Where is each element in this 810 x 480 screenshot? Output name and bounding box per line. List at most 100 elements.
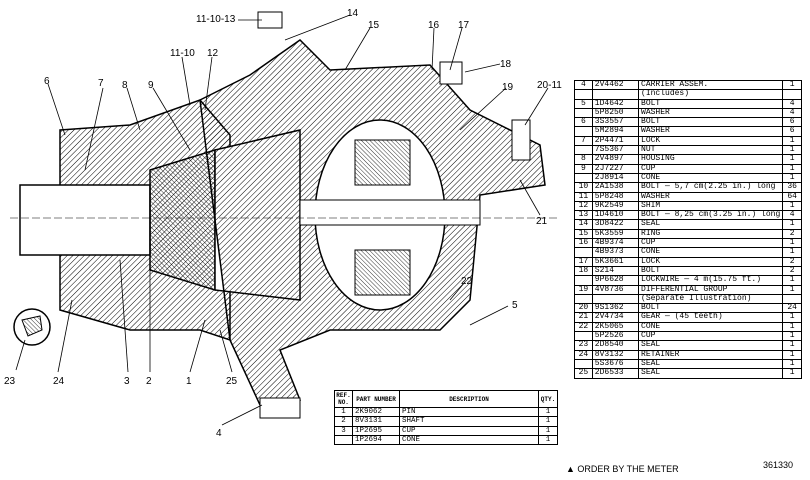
cell-ref: 11 [574, 191, 593, 202]
cell-desc: BOLT [638, 303, 784, 314]
table-row: (Includes) [574, 89, 802, 100]
cell-desc: SHAFT [399, 416, 539, 427]
bolt-lock [439, 61, 463, 85]
cell-desc: CUP [399, 425, 539, 436]
callout-24: 24 [53, 376, 65, 387]
cell-ref: 10 [574, 182, 593, 193]
cell-qty: 1 [782, 349, 802, 360]
cell-ref: 21 [574, 312, 593, 323]
cell-part: 3D8422 [591, 219, 640, 230]
cell-desc: (Separate Illustration) [638, 293, 784, 305]
cell-qty: 1 [782, 247, 802, 258]
callout-19: 19 [502, 82, 514, 93]
cell-ref [574, 275, 593, 286]
cell-qty: 1 [538, 434, 558, 446]
cell-part: 2A1538 [591, 182, 640, 193]
cell-ref: 2 [334, 416, 353, 427]
cell-desc: CONE [638, 247, 784, 258]
callout-22: 22 [461, 276, 473, 287]
cell-qty: 1 [782, 284, 802, 295]
cell-desc: CONE [638, 172, 784, 184]
callout-12: 12 [207, 48, 219, 59]
cell-qty: 1 [782, 275, 802, 286]
callout-5: 5 [512, 300, 518, 311]
cell-desc: LOCK [638, 135, 784, 147]
callout-25: 25 [226, 376, 238, 387]
callout-1: 1 [186, 376, 192, 387]
cell-ref: 5 [574, 98, 593, 109]
cell-part: 2D6533 [591, 368, 640, 379]
cell-ref: 6 [574, 117, 593, 128]
cell-qty: 1 [538, 425, 558, 436]
cell-desc: HOUSING [638, 154, 784, 165]
cell-part: 2V4734 [591, 312, 640, 323]
cell-ref: 9 [574, 163, 593, 174]
cell-qty: 64 [782, 191, 802, 202]
table-row: (Separate Illustration) [574, 293, 802, 305]
cell-desc: BOLT — 8,25 cm(3.25 in.) long [638, 210, 784, 221]
differential-shaft [299, 199, 481, 226]
bolt-right [511, 119, 531, 161]
cell-desc: (Includes) [638, 89, 784, 100]
cell-qty: 1 [538, 406, 558, 418]
cell-part: 1P2694 [352, 434, 400, 446]
differential-gear-bottom [354, 249, 411, 296]
cell-ref: 3 [334, 425, 353, 436]
order-note: ▲ ORDER BY THE METER [566, 464, 679, 474]
cell-ref: 8 [574, 154, 593, 165]
cell-desc: RETAINER [638, 349, 784, 360]
cell-ref [574, 126, 593, 137]
callout-7: 7 [98, 78, 104, 89]
callout-16: 16 [428, 20, 440, 31]
callout-2: 2 [146, 376, 152, 387]
bolt-bottom [259, 397, 301, 419]
callout-15: 15 [368, 20, 380, 31]
cell-desc: LOCK [638, 256, 784, 267]
differential-gear-top [354, 139, 411, 186]
seal-detail-shape [21, 315, 43, 337]
cell-desc: NUT [638, 145, 784, 156]
cell-qty: 1 [782, 368, 802, 379]
cell-ref: 14 [574, 219, 593, 230]
callout-18: 18 [500, 59, 512, 70]
cell-part: 1P2695 [352, 425, 400, 436]
cell-qty: 1 [782, 79, 802, 91]
callout-11-10-13: 11-10-13 [196, 14, 236, 25]
cell-desc: WASHER [638, 107, 784, 119]
figure-number: 361330 [763, 460, 794, 470]
leader-lines [15, 14, 549, 426]
cell-part: 1D4642 [591, 98, 640, 109]
cell-desc: BOLT [638, 98, 784, 109]
callout-6: 6 [44, 76, 50, 87]
cell-part: 2V4897 [591, 154, 640, 165]
cell-part: 8V3131 [352, 416, 400, 427]
cell-qty: 1 [538, 416, 558, 427]
cell-ref [334, 434, 353, 446]
cell-desc: SEAL [638, 368, 784, 379]
cell-qty: 1 [782, 219, 802, 230]
cell-part: 5P8248 [591, 191, 640, 202]
table-header-row: REF. NO. PART NUMBER DESCRIPTION QTY. [334, 390, 558, 408]
cell-desc: SEAL [638, 219, 784, 230]
cell-desc: DIFFERENTIAL GROUP [638, 284, 784, 295]
cell-part: 5K3661 [591, 256, 640, 267]
callout-23: 23 [4, 376, 16, 387]
cell-desc: CUP [638, 163, 784, 174]
callout-3: 3 [124, 376, 130, 387]
cell-desc: PIN [399, 406, 539, 418]
